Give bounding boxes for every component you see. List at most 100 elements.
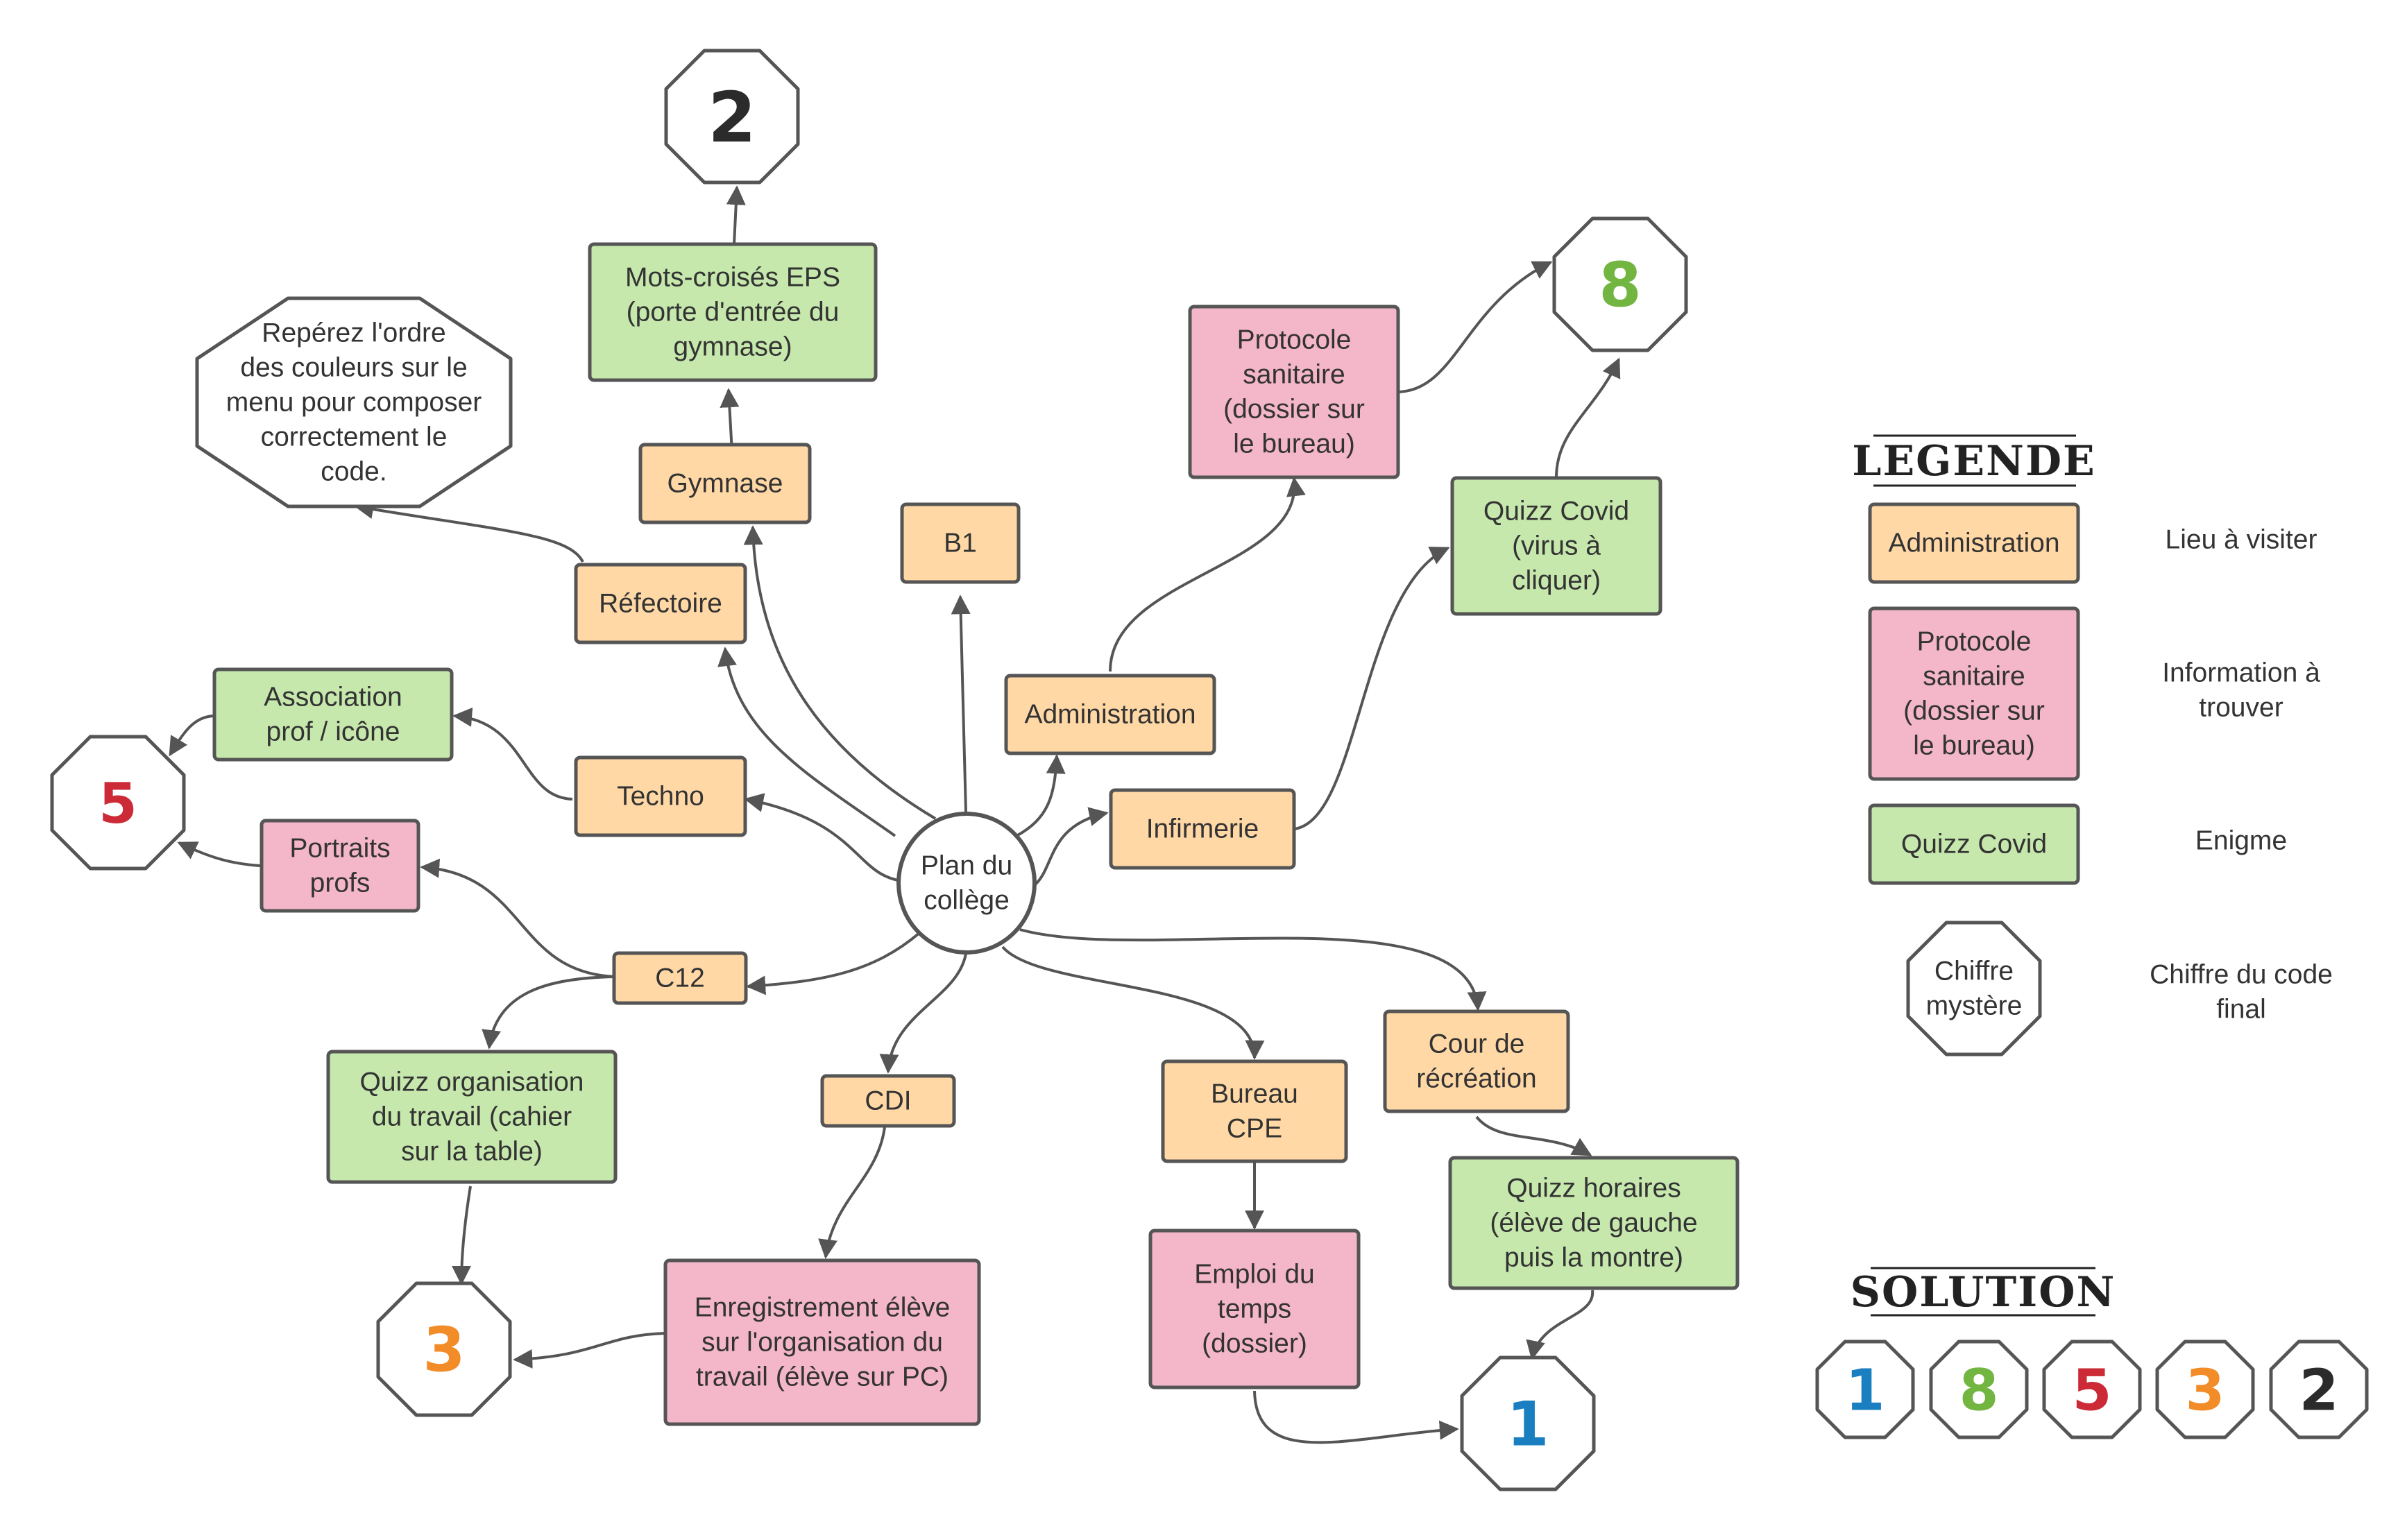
legend-sample-enigme-label: Quizz Covid <box>1901 830 2047 859</box>
solution-digit-1-shape <box>1815 1340 1915 1439</box>
legend-desc-enigme: Enigme <box>2195 826 2287 856</box>
edge-center-b1 <box>951 594 971 812</box>
legend: LEGENDE Administration Lieu à visiterProto… <box>1852 434 2333 1056</box>
solution-digit-5: 2 <box>2269 1340 2369 1439</box>
node-repere-hint-shape <box>195 296 513 508</box>
digit-octagon-gym-digit: 2 <box>708 77 756 158</box>
solution-digit-5-digit: 2 <box>2299 1358 2338 1424</box>
digit-octagon-asso-shape <box>50 735 186 871</box>
edge-center-c12 <box>746 932 921 995</box>
solution-digit-1-digit: 1 <box>1845 1358 1885 1424</box>
node-cdi: CDI <box>820 1074 956 1128</box>
node-c12: C12 <box>612 951 748 1005</box>
edge-cdi-enregistrement <box>818 1127 886 1259</box>
edge-center-bureau <box>1001 946 1265 1060</box>
node-infirmerie-label: Infirmerie <box>1146 814 1259 844</box>
digit-octagon-asso: 5 <box>50 735 186 871</box>
edge-center-techno <box>744 793 903 882</box>
solution-digit-5-shape <box>2269 1340 2369 1439</box>
edge-center-gymnase <box>743 525 937 820</box>
edge-association-digit5 <box>169 715 216 757</box>
edge-portraits-digit5 <box>177 841 261 867</box>
edge-quizzcovid-digit8 <box>1555 357 1621 478</box>
legend-sample-administration-label: Administration <box>1888 529 2059 558</box>
solution-digit-2-shape <box>1929 1340 2029 1439</box>
solution-digit-2-digit: 8 <box>1959 1358 1998 1424</box>
edge-techno-association <box>452 707 573 801</box>
edge-center-cdi <box>879 953 967 1074</box>
solution-digit-2: 8 <box>1929 1340 2029 1439</box>
node-b1: B1 <box>900 502 1021 584</box>
edge-quizzhoraires-digit1 <box>1526 1290 1594 1360</box>
digit-octagon-orga-shape <box>376 1281 512 1417</box>
node-administration: Administration <box>1004 674 1216 755</box>
legend-sample-administration: Administration <box>1868 502 2080 584</box>
digit-octagon-orga: 3 <box>376 1281 512 1417</box>
legend-title: LEGENDE <box>1852 437 2096 486</box>
solution-digit-4-shape <box>2155 1340 2255 1439</box>
node-cdi-label: CDI <box>865 1086 911 1116</box>
digit-octagon-covid: 8 <box>1552 216 1688 352</box>
solution-digit-3-shape <box>2042 1340 2142 1439</box>
node-administration-label: Administration <box>1024 700 1196 730</box>
edge-center-administration <box>1016 754 1066 837</box>
legend-desc-lieu: Lieu à visiter <box>2166 525 2317 555</box>
node-gymnase-label: Gymnase <box>667 469 783 499</box>
edge-emploi-digit1 <box>1253 1390 1459 1444</box>
digit-octagon-gym: 2 <box>664 49 800 185</box>
edge-refectoire-hint <box>354 499 584 563</box>
solution-digit-4-digit: 3 <box>2185 1358 2225 1424</box>
node-techno-label: Techno <box>617 782 704 812</box>
legend-sample-enigme: Quizz Covid <box>1868 803 2080 885</box>
digit-octagon-gym-shape <box>664 49 800 185</box>
edge-enregistrement-digit3 <box>513 1332 665 1369</box>
connector-lines <box>169 185 1621 1444</box>
solution-digit-3: 5 <box>2042 1340 2142 1439</box>
node-refectoire: Réfectoire <box>574 563 747 644</box>
node-gymnase: Gymnase <box>638 443 812 524</box>
solution-digit-1: 1 <box>1815 1340 1915 1439</box>
digit-octagon-asso-digit: 5 <box>99 771 137 836</box>
edge-protocole-digit8 <box>1399 261 1553 393</box>
digit-octagon-orga-digit: 3 <box>423 1315 465 1386</box>
edge-center-infirmerie <box>1034 807 1109 886</box>
digit-octagon-covid-shape <box>1552 216 1688 352</box>
edge-administration-protocole <box>1109 477 1306 672</box>
edge-gymnase-motscroises <box>720 388 740 453</box>
edge-infirmerie-quizzcovid <box>1294 547 1450 830</box>
edge-quizzorga-digit3 <box>452 1186 472 1285</box>
node-techno: Techno <box>574 755 747 837</box>
